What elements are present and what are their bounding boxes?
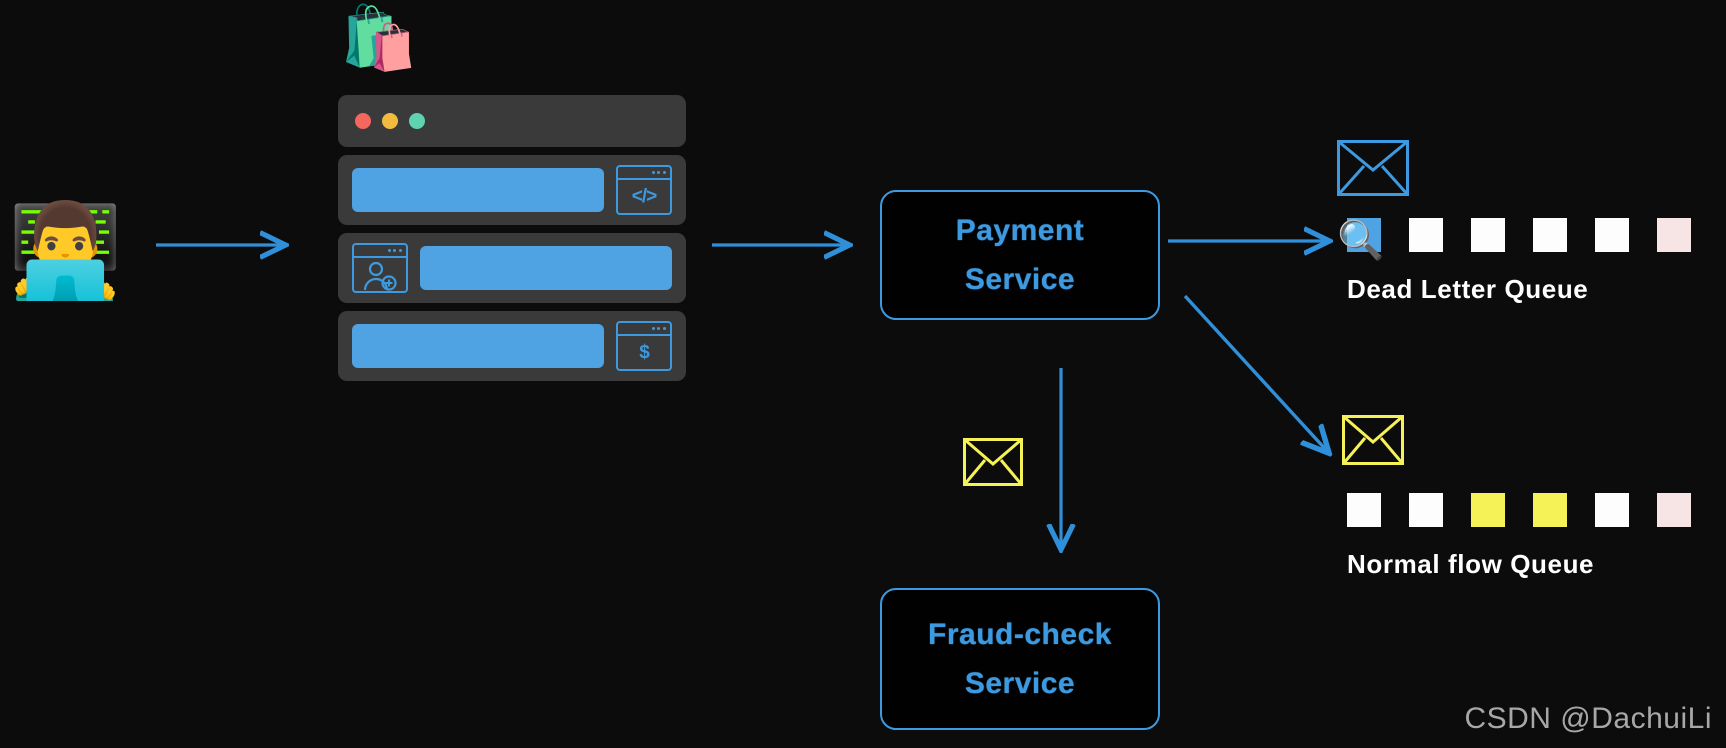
payment-service-line1: Payment [955, 213, 1085, 247]
normal-flow-envelope-icon [1342, 415, 1404, 470]
queue-square [1657, 218, 1691, 252]
watermark: CSDN @DachuiLi [1464, 702, 1712, 735]
normal-flow-queue-row [1347, 493, 1691, 527]
queue-square [1657, 493, 1691, 527]
browser-mock-window: </> [338, 95, 686, 389]
code-window-icon: </> [616, 165, 672, 215]
normal-flow-queue: Normal flow Queue [1347, 493, 1691, 580]
fraud-check-service-box[interactable]: Fraud-check Service [880, 588, 1160, 730]
mini-dot-icon [657, 170, 661, 175]
maximize-dot-icon[interactable] [409, 113, 425, 129]
queue-square [1409, 493, 1443, 527]
mini-dot-icon [398, 248, 402, 253]
browser-row-user [338, 233, 686, 303]
mini-window-titlebar [354, 245, 406, 258]
queue-square [1595, 218, 1629, 252]
queue-square [1409, 218, 1443, 252]
mini-window-titlebar [618, 323, 670, 336]
payment-service-box[interactable]: Payment Service [880, 190, 1160, 320]
browser-row-payment: $ [338, 311, 686, 381]
dead-letter-envelope-icon [1337, 140, 1409, 201]
browser-title-bar [338, 95, 686, 147]
queue-square [1471, 493, 1505, 527]
minimize-dot-icon[interactable] [382, 113, 398, 129]
dead-letter-queue-row [1347, 218, 1691, 252]
fraud-service-line2: Service [964, 667, 1076, 700]
mini-dot-icon [662, 326, 666, 331]
user-add-window-icon [352, 243, 408, 293]
content-bar [420, 246, 672, 290]
payment-service-line2: Service [964, 263, 1076, 296]
mini-dot-icon [393, 248, 397, 253]
queue-square [1347, 493, 1381, 527]
shopping-bags-icon: 🛍️ [340, 4, 418, 73]
fraud-envelope-icon [963, 438, 1023, 491]
queue-square [1471, 218, 1505, 252]
person-plus-glyph [354, 258, 406, 291]
magnifying-glass-icon: 🔍 [1337, 220, 1385, 262]
queue-square [1533, 493, 1567, 527]
fraud-service-line1: Fraud-check [928, 617, 1112, 651]
mini-dot-icon [651, 170, 655, 175]
dead-letter-queue: Dead Letter Queue [1347, 218, 1691, 305]
arrow-payment-to-normal-flow [1183, 294, 1328, 452]
normal-flow-queue-label: Normal flow Queue [1347, 549, 1595, 579]
code-glyph: </> [631, 185, 657, 207]
content-bar [352, 168, 604, 212]
mini-dot-icon [657, 326, 661, 331]
queue-square [1595, 493, 1629, 527]
developer-icon: 👨‍💻 [8, 200, 123, 302]
mini-dot-icon [662, 170, 666, 175]
dead-letter-queue-label: Dead Letter Queue [1347, 274, 1589, 304]
close-dot-icon[interactable] [355, 113, 371, 129]
browser-row-code: </> [338, 155, 686, 225]
mini-dot-icon [651, 326, 655, 331]
queue-square [1533, 218, 1567, 252]
dollar-glyph: $ [639, 341, 650, 363]
content-bar [352, 324, 604, 368]
mini-window-titlebar [618, 167, 670, 180]
dollar-window-icon: $ [616, 321, 672, 371]
mini-dot-icon [387, 248, 391, 253]
queue-square [1347, 218, 1381, 252]
